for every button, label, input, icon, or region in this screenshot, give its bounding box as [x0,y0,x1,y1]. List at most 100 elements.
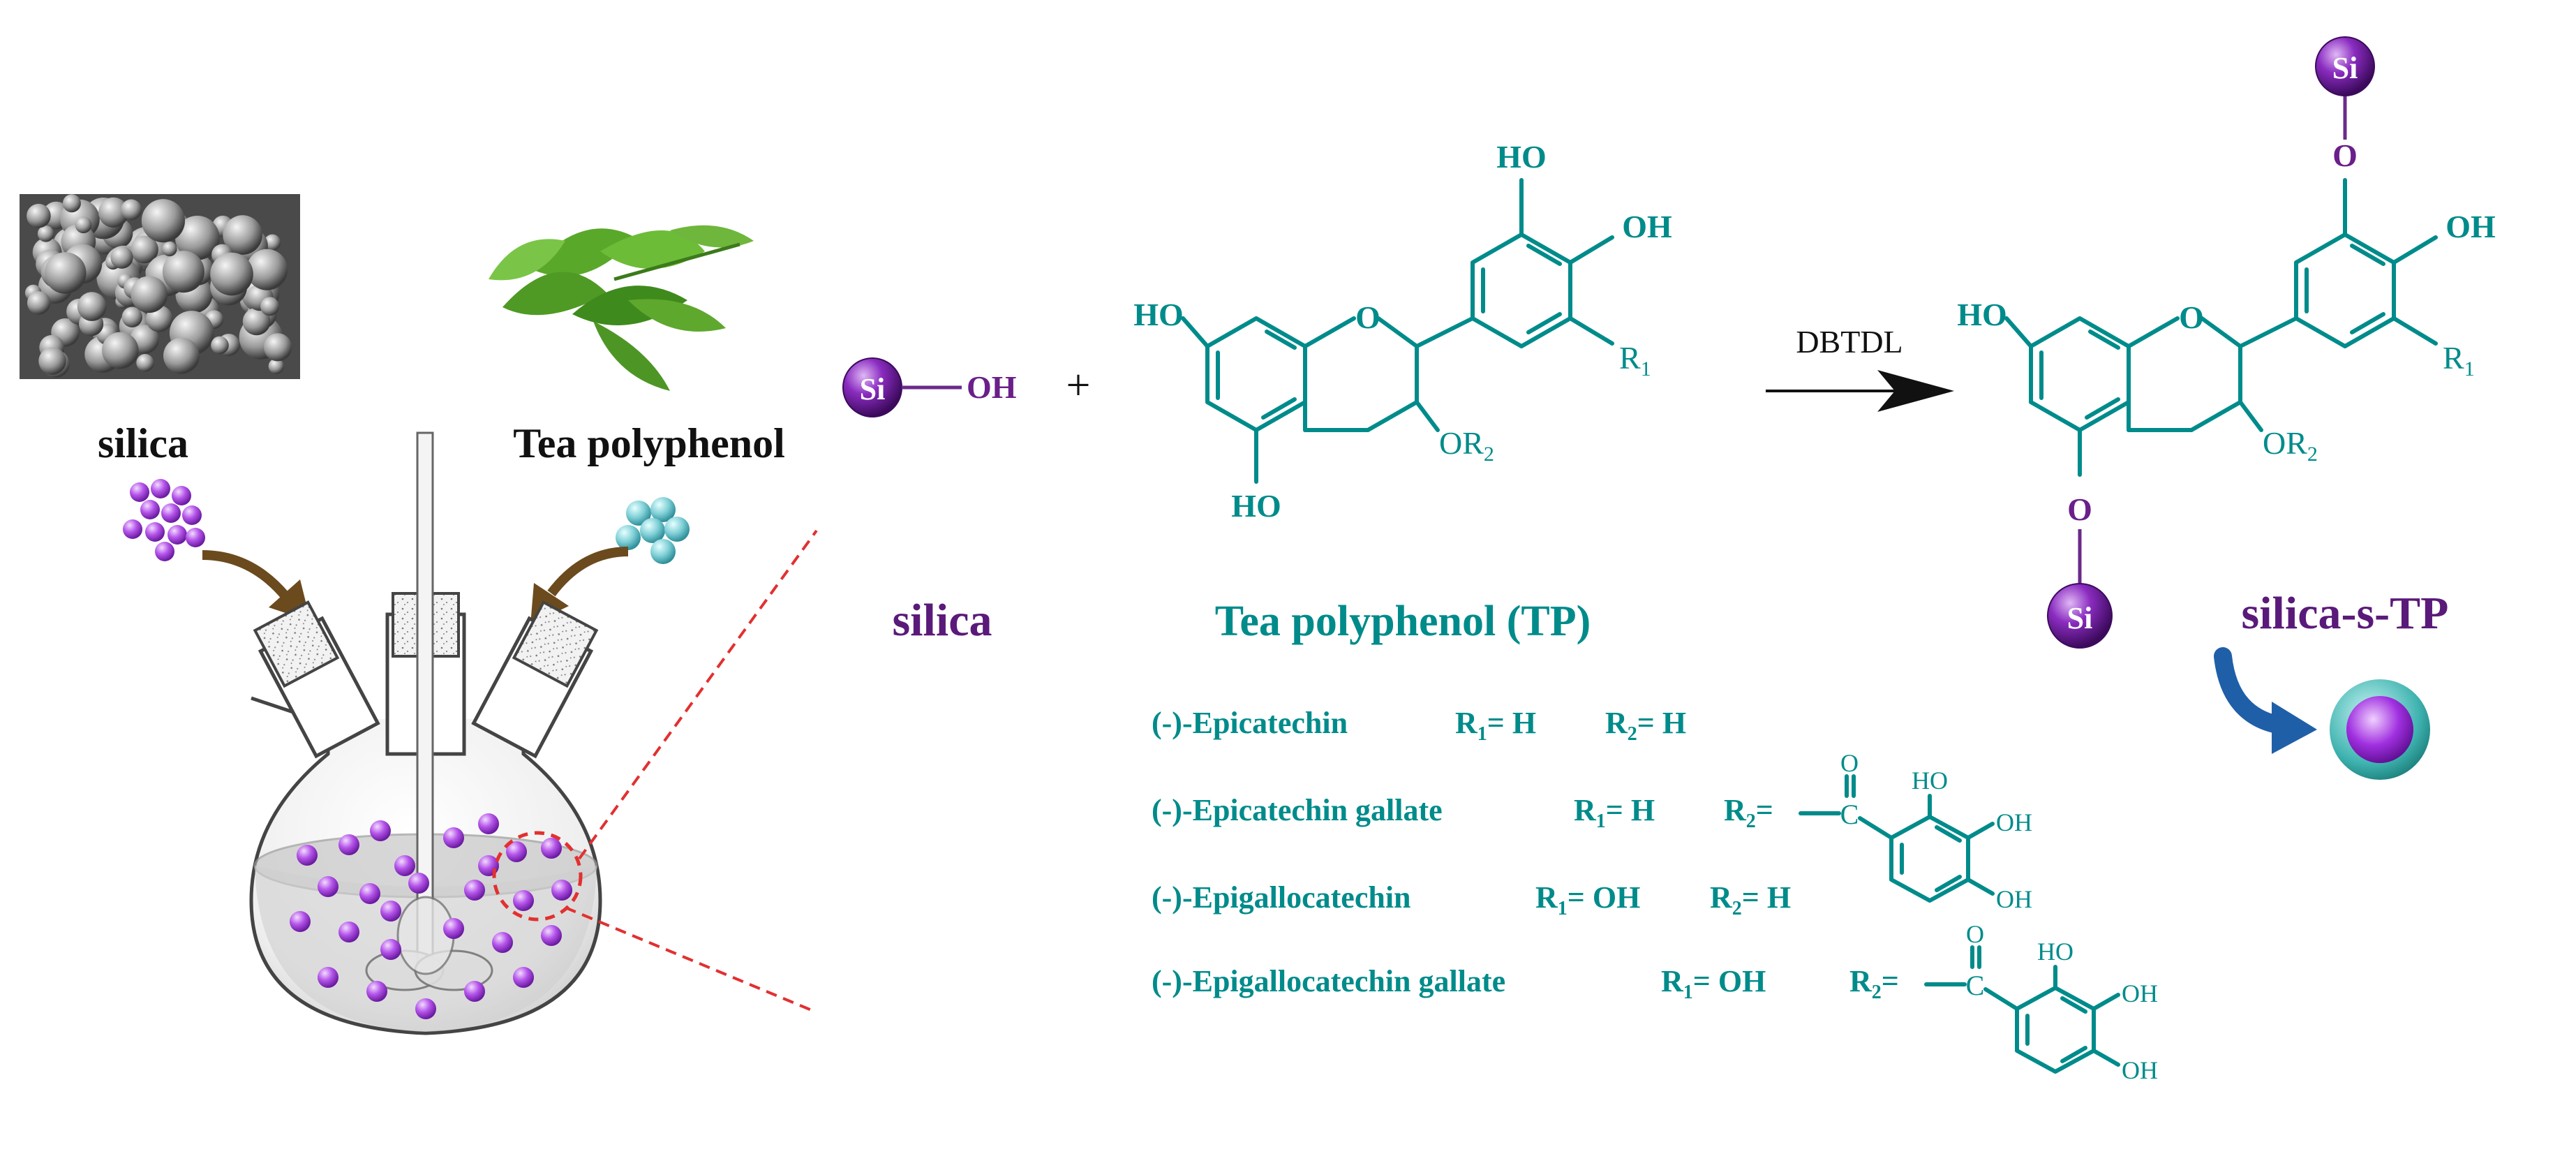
prod-si-top [2315,36,2375,96]
tp-bead [650,539,676,564]
sem-particle [210,252,253,296]
prod-or2: OR2 [2263,425,2318,466]
gallate-ho: HO [1912,767,1948,794]
silica-bead [145,522,165,542]
sem-particle [121,306,142,327]
flask-bead [541,925,562,946]
silica-bead [161,503,181,523]
flask-bead [290,911,311,932]
silica-beads-cluster [123,479,205,561]
sem-particle [102,332,139,369]
product-caption: silica-s-TP [2242,588,2449,639]
tp-bead [626,501,651,526]
silica-bead [130,482,149,502]
tp-bead [640,518,665,543]
silica-bead [155,542,174,561]
flask-bead [380,939,401,960]
variant-r2: R2= H [1605,706,1686,745]
sem-particle [27,203,51,228]
silica-bead [186,528,205,547]
sem-particle [37,225,54,242]
silica-caption: silica [893,595,992,646]
silica-sem-image [20,194,300,379]
flask-bead [415,998,436,1019]
sem-particle [242,307,271,336]
gallate-oh: OH [2122,979,2158,1007]
flask-bead [408,873,429,894]
gallate-o: O [1840,749,1859,777]
prod-oh-4p: OH [2445,209,2496,244]
prod-ring-o: O [2179,299,2204,335]
silica-bead [123,519,142,539]
zoom-line-top [578,529,818,860]
sem-particle [44,252,87,294]
flask-bead [338,834,359,855]
tp-caption: Tea polyphenol (TP) [1215,598,1591,645]
flask-bead [443,827,464,848]
flask-bead [370,820,391,841]
sem-particle [141,199,185,243]
sem-particle [77,292,107,321]
tp-beads-cluster [616,497,690,564]
reaction-arrow [1766,370,1954,412]
flask-bead [338,922,359,942]
gallate-o: O [1966,920,1984,948]
flask-bead [318,876,338,897]
sem-particle [131,276,167,313]
left-silica-label: silica [98,420,188,466]
gallate-group: C O HO OH OH [1924,920,2158,1084]
silica-bead [172,486,191,505]
three-neck-flask [249,431,602,1035]
variant-row: (-)-Epigallocatechin R1= OH R2= H [1152,880,1791,919]
flask-bead [394,855,415,876]
sem-particle [163,337,200,374]
variant-r2: R2= [1724,793,1773,832]
prod-ho-7: HO [1957,297,2007,332]
zoom-line-bottom [565,906,817,1014]
gallate-group: C O HO OH OH [1799,749,2032,913]
gallate-oh: OH [1996,808,2032,836]
gallate-ho: HO [2037,938,2074,966]
sem-particle [38,347,66,375]
sem-particle [211,336,229,355]
sem-particle [162,242,177,257]
sem-particle [246,249,288,290]
prod-o-top: O [2332,138,2358,173]
sem-particle [263,333,292,362]
sem-particle [98,197,129,228]
variant-r1: R1= H [1574,793,1655,832]
variant-row: (-)-Epigallocatechin gallate R1= OH R2= [1152,964,1899,1003]
catalyst-label: DBTDL [1796,324,1903,360]
variant-row: (-)-Epicatechin R1= H R2= H [1152,706,1686,745]
prod-o-bottom: O [2067,491,2092,527]
variant-name: (-)-Epigallocatechin [1152,880,1411,915]
tp-oh-4p: OH [1622,209,1672,244]
sem-particle [223,215,262,255]
tp-bead [650,497,676,522]
variant-r1: R1= OH [1661,964,1766,1003]
tp-structure: HO O HO HO OH R1 OR2 [1133,139,1672,524]
gallate-oh: OH [2122,1056,2158,1084]
tp-bead [616,525,641,550]
left-tea-label: Tea polyphenol [513,420,785,466]
silica-bead [182,505,202,525]
sem-particle [27,291,51,315]
si-oh-reactant: Si OH [842,357,1017,417]
variant-r1: R1= H [1455,706,1536,745]
variant-list: (-)-Epicatechin R1= H R2= H (-)-Epicatec… [1152,706,1899,1003]
flask-bead [443,918,464,939]
flask-bead [513,890,534,911]
sem-particle [131,235,158,264]
sem-particle [260,297,280,316]
flask-bead [464,880,485,901]
flask-bead [359,883,380,904]
prod-si-top-label: Si [2332,51,2358,85]
tp-ho-5: HO [1231,488,1281,524]
product-structure: HO O OH R1 OR2 O Si O Si [1957,36,2496,649]
variant-row: (-)-Epicatechin gallate R1= H R2= [1152,793,1773,832]
prod-r1: R1 [2443,340,2475,380]
sem-particle [174,216,220,260]
flask-bead [297,845,318,866]
